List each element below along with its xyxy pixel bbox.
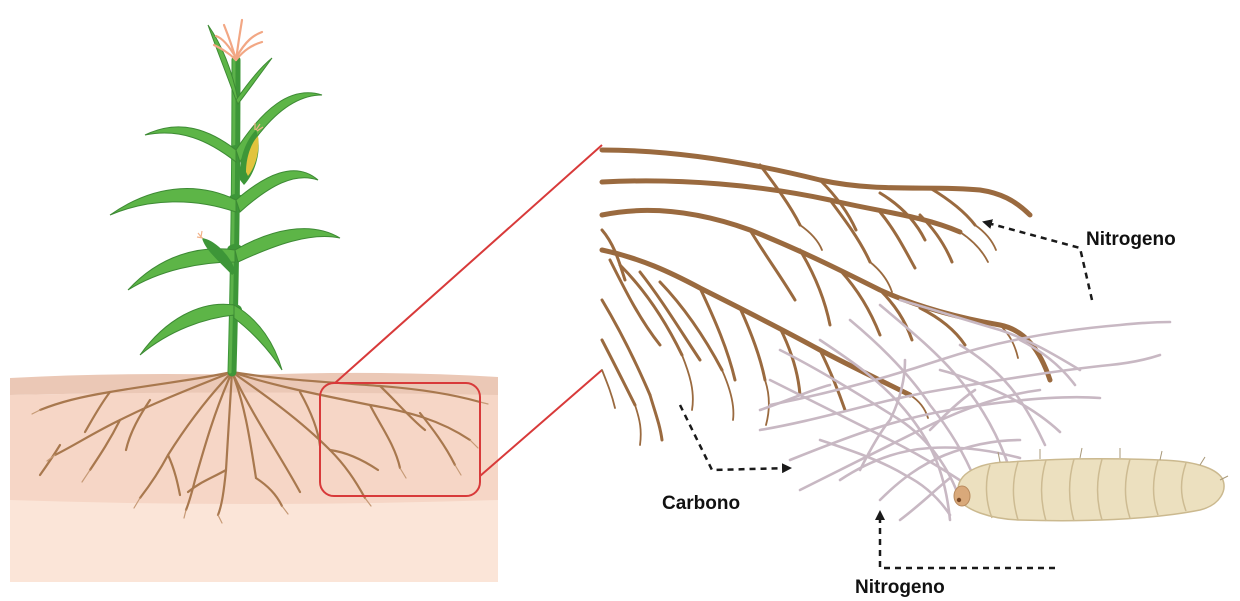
corn-leaf bbox=[236, 58, 272, 104]
zoom-line-bottom bbox=[480, 370, 602, 476]
corn-leaf bbox=[145, 127, 236, 162]
corn-leaf bbox=[235, 229, 340, 262]
corn-leaf bbox=[140, 304, 234, 355]
carbon-label: Carbono bbox=[662, 494, 740, 513]
zoom-line-top bbox=[335, 145, 602, 383]
soil-cross-section bbox=[10, 373, 498, 582]
soil-layer-middle bbox=[10, 391, 498, 504]
carbon-arrow bbox=[680, 405, 790, 470]
soil-layer-bottom bbox=[10, 496, 498, 582]
zoomed-roots bbox=[602, 150, 1050, 445]
insect-larva bbox=[954, 448, 1228, 521]
corn-leaf bbox=[110, 189, 236, 215]
corn-plant bbox=[110, 20, 340, 372]
corn-leaf bbox=[234, 305, 282, 370]
nitrogen-label-top: Nitrogeno bbox=[1086, 230, 1176, 249]
nitrogen-label-bottom: Nitrogeno bbox=[855, 578, 945, 597]
nitrogen-arrow-top bbox=[984, 222, 1092, 300]
